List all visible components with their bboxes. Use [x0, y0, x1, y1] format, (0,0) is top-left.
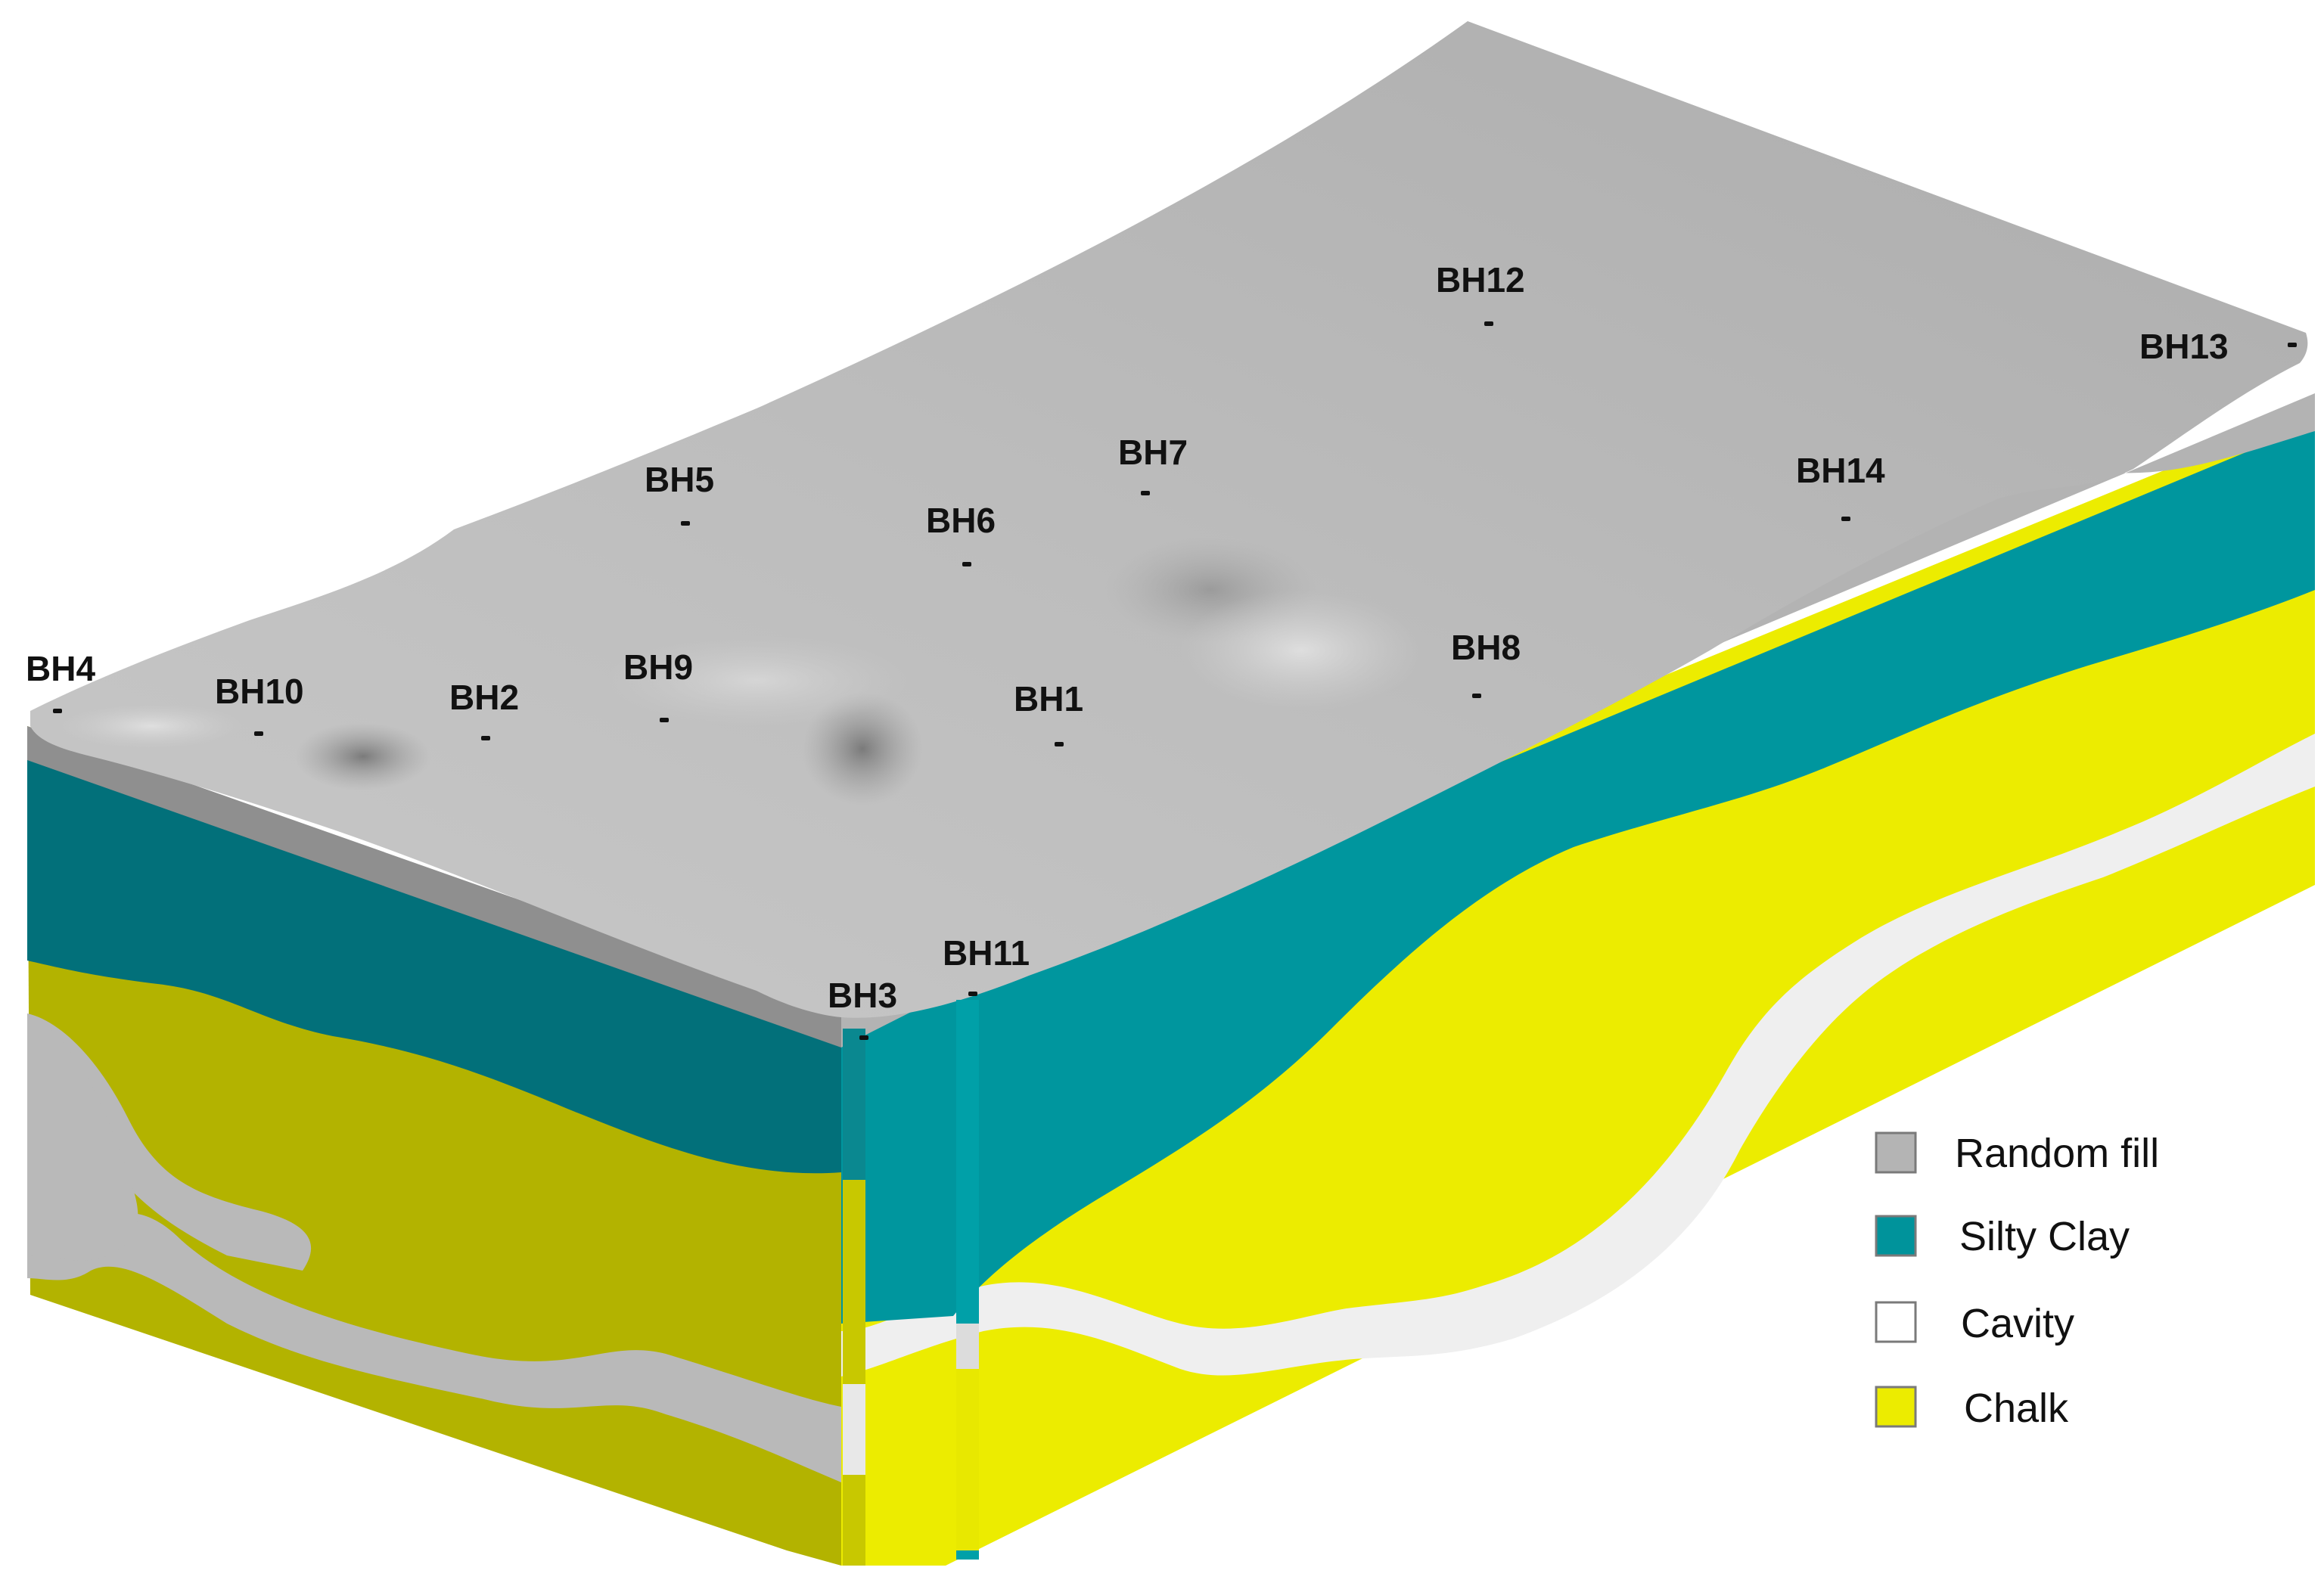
legend-label-silty-clay: Silty Clay — [1959, 1214, 2130, 1259]
surface-highlight-1 — [1180, 590, 1422, 711]
bh6-label: BH6 — [926, 501, 996, 540]
bh7-marker — [1141, 491, 1150, 495]
bh2-label: BH2 — [449, 678, 519, 717]
legend-label-cavity: Cavity — [1961, 1301, 2074, 1346]
bh9-marker — [660, 718, 669, 722]
surface-depression-1 — [295, 722, 431, 790]
bh1-label: BH1 — [1014, 679, 1083, 719]
bh4-label: BH4 — [26, 649, 95, 688]
top-surface — [30, 21, 2308, 1018]
right-face-cavity — [841, 734, 2315, 1376]
bh3-column-chalk — [843, 1180, 865, 1566]
bh5-marker — [681, 521, 690, 526]
legend-swatch-random-fill — [1875, 1131, 1917, 1174]
bh9-label: BH9 — [623, 647, 693, 687]
bh14-marker — [1841, 517, 1850, 521]
bh5-label: BH5 — [645, 460, 714, 499]
legend-label-random-fill: Random fill — [1955, 1131, 2159, 1176]
bh7-label: BH7 — [1118, 433, 1188, 472]
bh3-column-cavity — [843, 1384, 865, 1475]
bh13-label: BH13 — [2139, 327, 2229, 366]
bh13-marker — [2288, 343, 2297, 347]
bh1-marker — [1055, 742, 1064, 746]
right-face-silty-clay — [841, 424, 2315, 1324]
corner-borehole-columns — [843, 1000, 979, 1566]
left-face-silty-clay — [27, 756, 841, 1174]
right-face-random-fill — [841, 393, 2315, 1048]
legend-swatch-chalk — [1875, 1386, 1917, 1428]
surface-highlight-2 — [605, 635, 908, 726]
bh14-label: BH14 — [1796, 451, 1885, 490]
bh11-column-cavity — [956, 1324, 979, 1369]
bh6-marker — [962, 562, 971, 566]
bh8-label: BH8 — [1451, 628, 1521, 667]
legend-swatch-silty-clay — [1875, 1215, 1917, 1257]
bh3-marker — [859, 1035, 868, 1040]
bh2-marker — [481, 736, 490, 740]
legend-label-chalk: Chalk — [1964, 1386, 2069, 1431]
bh8-marker — [1472, 694, 1481, 698]
legend: Random fill Silty Clay Cavity Chalk — [1875, 1131, 2159, 1431]
top-surface-base — [30, 21, 2308, 1018]
surface-highlight-3 — [61, 703, 242, 749]
surface-depression-2 — [802, 692, 923, 805]
left-face-cavity-left — [27, 1013, 138, 1261]
bh11-label: BH11 — [943, 933, 1030, 973]
right-face — [841, 393, 2315, 1566]
bh12-marker — [1484, 321, 1493, 326]
left-face-random-fill — [27, 726, 841, 1048]
legend-swatch-cavity — [1875, 1301, 1917, 1343]
bh11-marker — [968, 992, 977, 996]
left-face — [27, 726, 841, 1566]
bh12-label: BH12 — [1436, 260, 1525, 300]
bh10-marker — [254, 731, 263, 736]
left-face-cavity-lower — [27, 1212, 841, 1482]
bh3-label: BH3 — [828, 976, 897, 1015]
bh4-marker — [53, 709, 62, 713]
bh10-label: BH10 — [215, 672, 304, 711]
left-face-cavity-upper — [27, 1013, 312, 1271]
